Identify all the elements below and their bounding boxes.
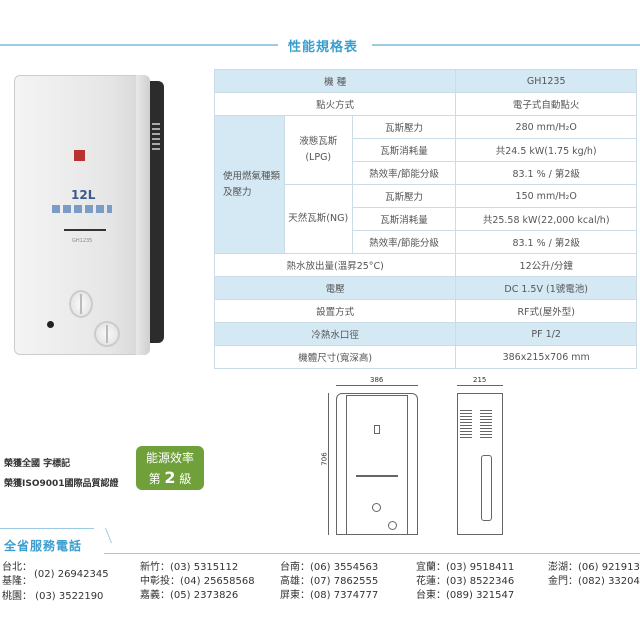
ignition-value: 電子式自動點火 (455, 92, 637, 116)
brand-logo-icon (74, 150, 85, 161)
vent (152, 128, 160, 130)
vent (152, 123, 160, 125)
display-line (356, 475, 398, 477)
feature-icons (52, 205, 112, 213)
lpg-consumption-value: 共24.5 kW(1.75 kg/h) (455, 138, 637, 162)
phone-taitung: 台東：(089) 321547 (416, 590, 515, 601)
vent (152, 133, 160, 135)
vent (152, 138, 160, 140)
power-button (47, 321, 54, 328)
phone-tainan: 台南：(06) 3554563 (280, 562, 379, 573)
voltage-label: 電壓 (213, 276, 457, 300)
lpg-efficiency-value: 83.1 % / 第2級 (455, 161, 637, 185)
badge-suffix: 級 (179, 472, 192, 486)
depth-line (457, 385, 503, 386)
badge-prefix: 第 (148, 472, 161, 486)
service-line (89, 528, 113, 543)
depth-dimension: 215 (473, 376, 487, 384)
side-view (457, 393, 503, 535)
phone-keelung: 基隆： (2, 576, 32, 587)
phone-penghu: 澎湖：(06) 9219133 (548, 562, 640, 573)
title-line-left (0, 44, 278, 46)
ng-efficiency-label: 熱效率/節能分級 (351, 230, 457, 254)
phone-taoyuan: 桃園： (03) 3522190 (2, 591, 104, 602)
install-value: RF式(屋外型) (455, 299, 637, 323)
phone-kaohsiung: 高雄：(07) 7862555 (280, 576, 379, 587)
front-panel (346, 395, 408, 535)
side-window (481, 455, 492, 521)
badge-grade: 2 (164, 468, 176, 487)
service-line (104, 553, 640, 554)
pipe-value: PF 1/2 (455, 322, 637, 346)
size-label: 機體尺寸(寬深高) (213, 345, 457, 369)
product-image: 12L GH1235 (14, 75, 164, 365)
service-line (0, 528, 94, 529)
temperature-knob (69, 290, 93, 318)
vent (152, 148, 160, 150)
badge-title: 能源效率 (145, 451, 194, 465)
knob-outline (372, 503, 381, 512)
flow-knob (94, 321, 120, 347)
energy-efficiency-badge: 能源效率 第 2 級 (136, 446, 204, 490)
size-value: 386x215x706 mm (455, 345, 637, 369)
ignition-label: 點火方式 (213, 92, 457, 116)
ng-consumption-label: 瓦斯消耗量 (351, 207, 457, 231)
phone-taipei-number: (02) 26942345 (34, 569, 109, 580)
model-label: GH1235 (72, 238, 93, 244)
phone-pingtung: 屏東：(08) 7374777 (280, 590, 379, 601)
output-label: 熱水放出量(溫昇25°C) (213, 253, 457, 277)
install-label: 設置方式 (213, 299, 457, 323)
side-vents (480, 410, 492, 440)
award-iso: 榮獲ISO9001國際品質認證 (4, 479, 119, 489)
phone-yilan: 宜蘭：(03) 9518411 (416, 562, 515, 573)
title-line-right (372, 44, 640, 46)
lpg-efficiency-label: 熱效率/節能分級 (351, 161, 457, 185)
output-value: 12公升/分鐘 (455, 253, 637, 277)
display-bar (64, 229, 106, 231)
capacity-label: 12L (71, 188, 96, 202)
width-line (336, 385, 418, 386)
model-label: 機 種 (213, 69, 457, 93)
service-title: 全省服務電話 (4, 539, 83, 553)
ng-efficiency-value: 83.1 % / 第2級 (455, 230, 637, 254)
gas-group-label: 使用燃氣種類及壓力 (214, 115, 285, 254)
height-line (328, 393, 329, 535)
model-value: GH1235 (455, 69, 637, 93)
heater-edge (136, 75, 150, 355)
lpg-label: 液態瓦斯(LPG) (283, 115, 353, 185)
phone-taipei: 台北： (2, 562, 32, 573)
width-dimension: 386 (370, 376, 384, 384)
phone-central: 中彰投：(04) 25658568 (140, 576, 255, 587)
phone-hsinchu: 新竹：(03) 5315112 (140, 562, 239, 573)
phone-kinmen: 金門：(082) 332040 (548, 576, 640, 587)
lpg-pressure-value: 280 mm/H₂O (455, 115, 637, 139)
ng-pressure-label: 瓦斯壓力 (351, 184, 457, 208)
voltage-value: DC 1.5V (1號電池) (455, 276, 637, 300)
lpg-pressure-label: 瓦斯壓力 (351, 115, 457, 139)
side-vents (460, 410, 472, 440)
ng-label: 天然瓦斯(NG) (283, 184, 353, 254)
pipe-label: 冷熱水口徑 (213, 322, 457, 346)
award-cns: 榮獲全國 字標記 (4, 459, 71, 469)
lpg-consumption-label: 瓦斯消耗量 (351, 138, 457, 162)
logo-outline (374, 425, 380, 434)
phone-chiayi: 嘉義：(05) 2373826 (140, 590, 239, 601)
phone-hualien: 花蓮：(03) 8522346 (416, 576, 515, 587)
page-title: 性能規格表 (288, 40, 359, 55)
ng-pressure-value: 150 mm/H₂O (455, 184, 637, 208)
vent (152, 143, 160, 145)
knob-outline (388, 521, 397, 530)
ng-consumption-value: 共25.58 kW(22,000 kcal/h) (455, 207, 637, 231)
